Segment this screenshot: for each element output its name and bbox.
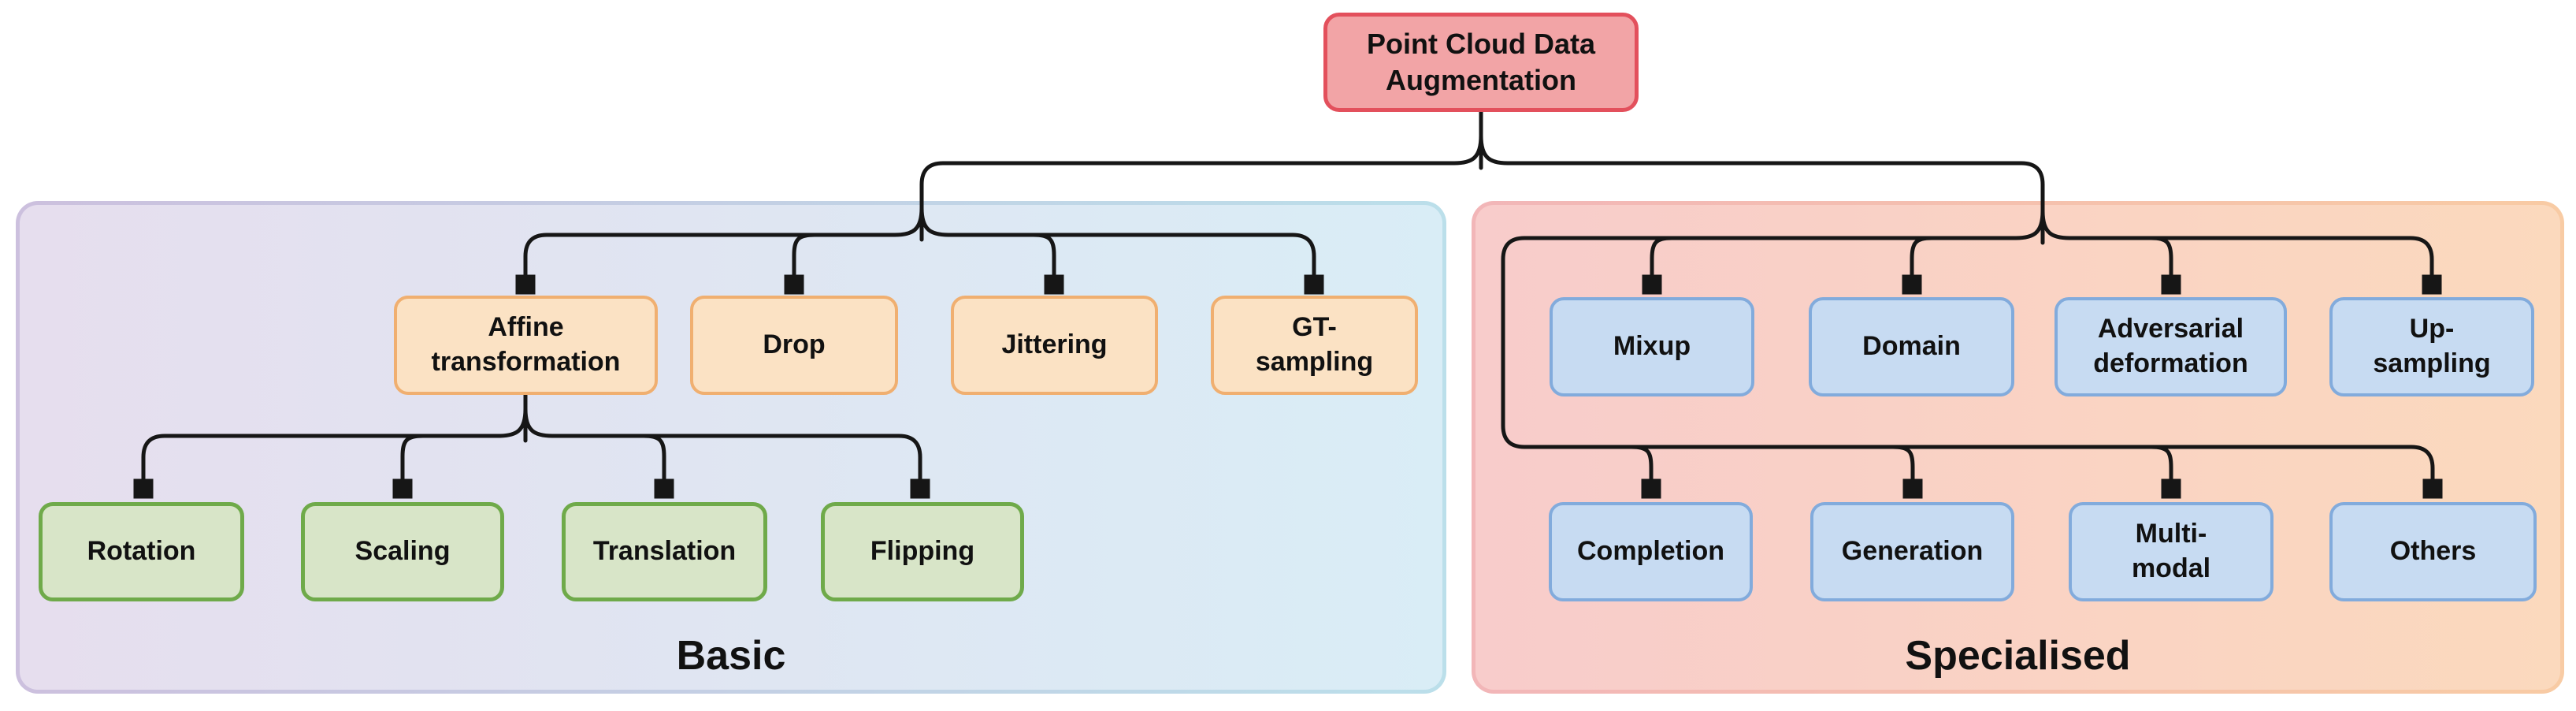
node-drop: Drop [690,296,898,395]
edge-spec-wrap-to-others [1501,209,2433,493]
node-completion: Completion [1549,502,1753,601]
edge-affine-to-scaling [403,434,425,493]
edge-affine-to-rotation [143,407,528,493]
node-scaling: Scaling [301,502,504,601]
edge-basic-to-jittering [1031,233,1054,288]
basic-group-label: Basic [676,633,786,679]
edge-spec-to-up-sampling [2040,209,2432,288]
node-gt-sampling: GT- sampling [1211,296,1418,395]
edge-group [143,108,2433,493]
edge-affine-to-flipping [523,407,920,493]
node-rotation: Rotation [39,502,244,601]
basic-group-panel [16,201,1446,694]
node-translation: Translation [562,502,767,601]
node-generation: Generation [1810,502,2014,601]
edge-spec-to-mixup [1652,236,1674,288]
edge-affine-to-translation [641,434,664,493]
edge-basic-to-gt-sampling [919,206,1314,288]
edge-basic-to-drop [794,233,817,288]
node-flipping: Flipping [821,502,1024,601]
node-multi-modal: Multi- modal [2069,502,2273,601]
edge-root-to-specialised [1479,133,2045,245]
edge-spec-to-domain [1912,236,1934,288]
node-affine-transformation: Affine transformation [394,296,658,395]
edge-spec-to-multi-modal [2149,445,2171,493]
node-adversarial-deformation: Adversarial deformation [2054,297,2287,396]
node-up-sampling: Up- sampling [2329,297,2534,396]
edge-spec-to-generation [1891,445,1913,493]
node-jittering: Jittering [951,296,1158,395]
specialised-group-label: Specialised [1905,633,2131,679]
node-mixup: Mixup [1550,297,1754,396]
edge-root-to-basic [919,133,1483,242]
node-domain: Domain [1809,297,2014,396]
node-others: Others [2329,502,2537,601]
edge-spec-to-completion [1629,445,1651,493]
edge-spec-to-adversarial [2149,236,2171,288]
edge-basic-to-affine [525,206,924,288]
basic-group-panel-fill [20,205,1442,690]
node-point-cloud-data-augmentation: Point Cloud Data Augmentation [1323,13,1639,112]
